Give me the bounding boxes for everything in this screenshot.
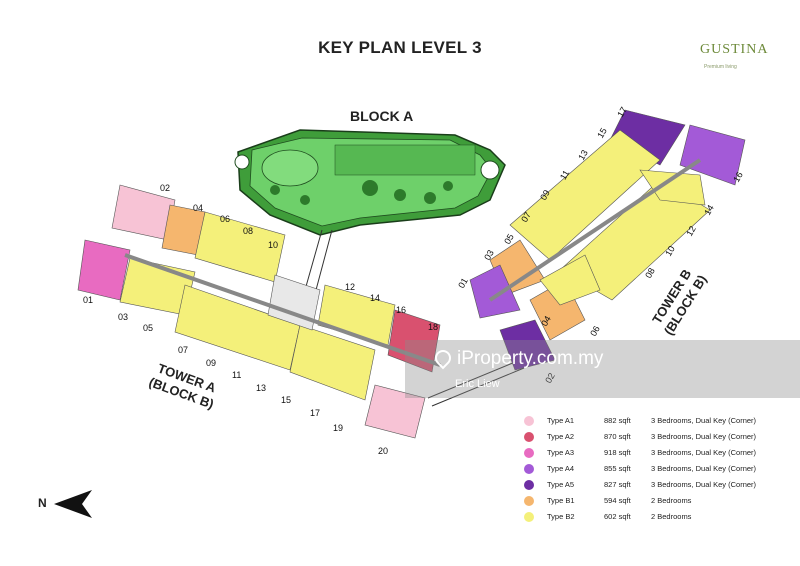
tower-a-unit-label: 08 [243,226,254,236]
legend-swatch [524,480,534,490]
tower-a-unit-label: 05 [143,323,154,333]
tower-b-floorplate [469,109,746,371]
legend-row: Type B2 602 sqft 2 Bedrooms [524,510,784,524]
legend-size: 870 sqft [604,432,631,441]
legend-type: Type A2 [547,432,575,441]
developer-logo: GUSTINA Premium living [700,34,790,74]
block-a-podium [234,129,506,236]
legend-row: Type B1 594 sqft 2 Bedrooms [524,494,784,508]
legend-type: Type B2 [547,512,575,521]
legend-swatch [524,464,534,474]
legend-row: Type A5 827 sqft 3 Bedrooms, Dual Key (C… [524,478,784,492]
legend-size: 594 sqft [604,496,631,505]
legend-desc: 3 Bedrooms, Dual Key (Corner) [651,464,757,473]
tower-a-unit-label: 16 [396,305,407,315]
tower-a-unit-label: 14 [370,293,381,303]
legend-row: Type A3 918 sqft 3 Bedrooms, Dual Key (C… [524,446,784,460]
legend-size: 882 sqft [604,416,631,425]
tower-a-unit-label: 15 [281,395,292,405]
tower-a-unit-label: 07 [178,345,189,355]
tower-a-floorplate [77,184,441,439]
legend-size: 855 sqft [604,464,631,473]
legend-row: Type A1 882 sqft 3 Bedrooms, Dual Key (C… [524,414,784,428]
legend-type: Type A1 [547,416,575,425]
tower-a-unit-label: 04 [193,203,204,213]
tower-a-unit-label: 12 [345,282,356,292]
tower-a-unit-label: 18 [428,322,439,332]
legend-type: Type A5 [547,480,575,489]
north-compass: N [38,488,98,520]
legend-type: Type B1 [547,496,575,505]
legend-desc: 2 Bedrooms [651,496,692,505]
location-pin-icon [431,346,455,370]
tower-a-unit-label: 03 [118,312,129,322]
page-title: KEY PLAN LEVEL 3 [318,38,482,57]
logo-brand: GUSTINA [700,42,769,57]
legend-size: 827 sqft [604,480,631,489]
logo-tagline: Premium living [704,64,737,70]
tower-a-unit-label: 02 [160,183,171,193]
legend-row: Type A2 870 sqft 3 Bedrooms, Dual Key (C… [524,430,784,444]
north-arrow-icon [54,490,92,518]
block-a-label: BLOCK A [350,108,414,124]
link-bridges [304,229,525,407]
legend-type: Type A3 [547,448,575,457]
tower-a-unit-label: 11 [232,370,242,380]
tower-a-unit-label: 13 [256,383,267,393]
tower-a-unit-label: 01 [83,295,94,305]
watermark-agent: Eric Liew [455,378,500,390]
legend-swatch [524,496,534,506]
watermark-site: iProperty.com.my [457,348,604,369]
legend-row: Type A4 855 sqft 3 Bedrooms, Dual Key (C… [524,462,784,476]
legend-swatch [524,416,534,426]
legend-desc: 3 Bedrooms, Dual Key (Corner) [651,416,757,425]
watermark-banner: iProperty.com.my Eric Liew [405,340,800,398]
legend-swatch [524,448,534,458]
tower-a-unit-label: 20 [378,446,389,456]
tower-a-unit-label: 06 [220,214,231,224]
legend-desc: 3 Bedrooms, Dual Key (Corner) [651,432,757,441]
tower-a-unit-label: 19 [333,423,344,433]
tower-a-unit-label: 09 [206,358,217,368]
compass-letter: N [38,496,47,510]
legend-desc: 3 Bedrooms, Dual Key (Corner) [651,480,757,489]
legend-desc: 3 Bedrooms, Dual Key (Corner) [651,448,757,457]
legend-size: 602 sqft [604,512,631,521]
tower-a-unit-label: 17 [310,408,321,418]
legend-swatch [524,432,534,442]
legend-desc: 2 Bedrooms [651,512,692,521]
legend-size: 918 sqft [604,448,631,457]
tower-a-unit-label: 10 [268,240,279,250]
legend-swatch [524,512,534,522]
legend-type: Type A4 [547,464,575,473]
